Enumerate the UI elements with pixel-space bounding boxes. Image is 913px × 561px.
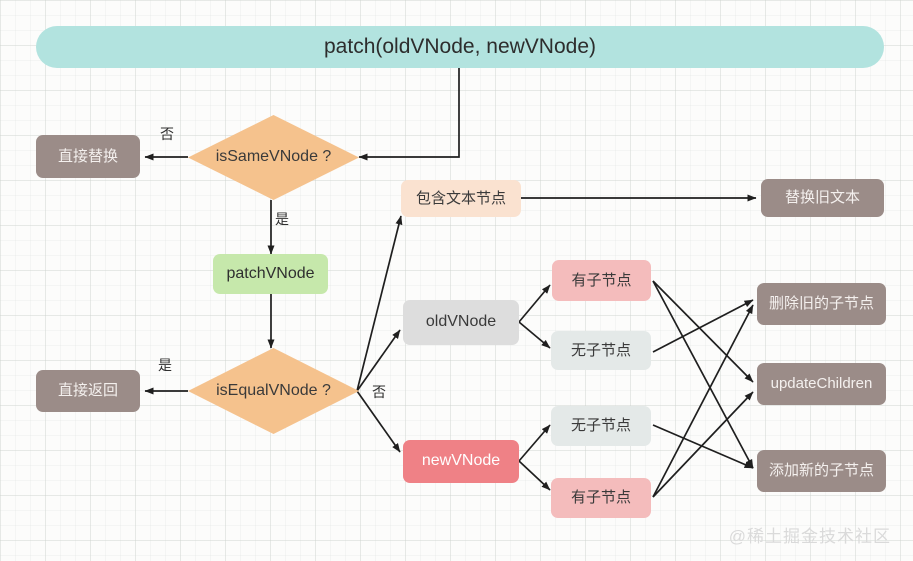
node-replace-old-text[interactable]: 替换旧文本 — [761, 179, 884, 217]
edge-label-equal-no: 否 — [372, 384, 386, 400]
header-title: patch(oldVNode, newVNode) — [36, 26, 884, 68]
node-update-children[interactable]: updateChildren — [757, 363, 886, 405]
node-contains-text-node[interactable]: 包含文本节点 — [401, 180, 521, 217]
edge-label-same-yes: 是 — [275, 211, 289, 227]
node-add-new-children[interactable]: 添加新的子节点 — [757, 450, 886, 492]
node-patch-vnode[interactable]: patchVNode — [213, 254, 328, 294]
node-old-vnode[interactable]: oldVNode — [403, 300, 519, 345]
node-new-has-children[interactable]: 有子节点 — [551, 478, 651, 518]
node-return-directly[interactable]: 直接返回 — [36, 370, 140, 412]
edge-label-equal-yes: 是 — [158, 357, 172, 373]
node-old-has-children[interactable]: 有子节点 — [552, 260, 651, 301]
node-new-vnode[interactable]: newVNode — [403, 440, 519, 483]
node-replace-directly[interactable]: 直接替换 — [36, 135, 140, 178]
node-new-no-children[interactable]: 无子节点 — [551, 406, 651, 446]
watermark: @稀土掘金技术社区 — [728, 527, 891, 546]
edge-label-same-no: 否 — [160, 126, 174, 142]
node-remove-old-children[interactable]: 删除旧的子节点 — [757, 283, 886, 325]
node-old-no-children[interactable]: 无子节点 — [551, 331, 651, 370]
